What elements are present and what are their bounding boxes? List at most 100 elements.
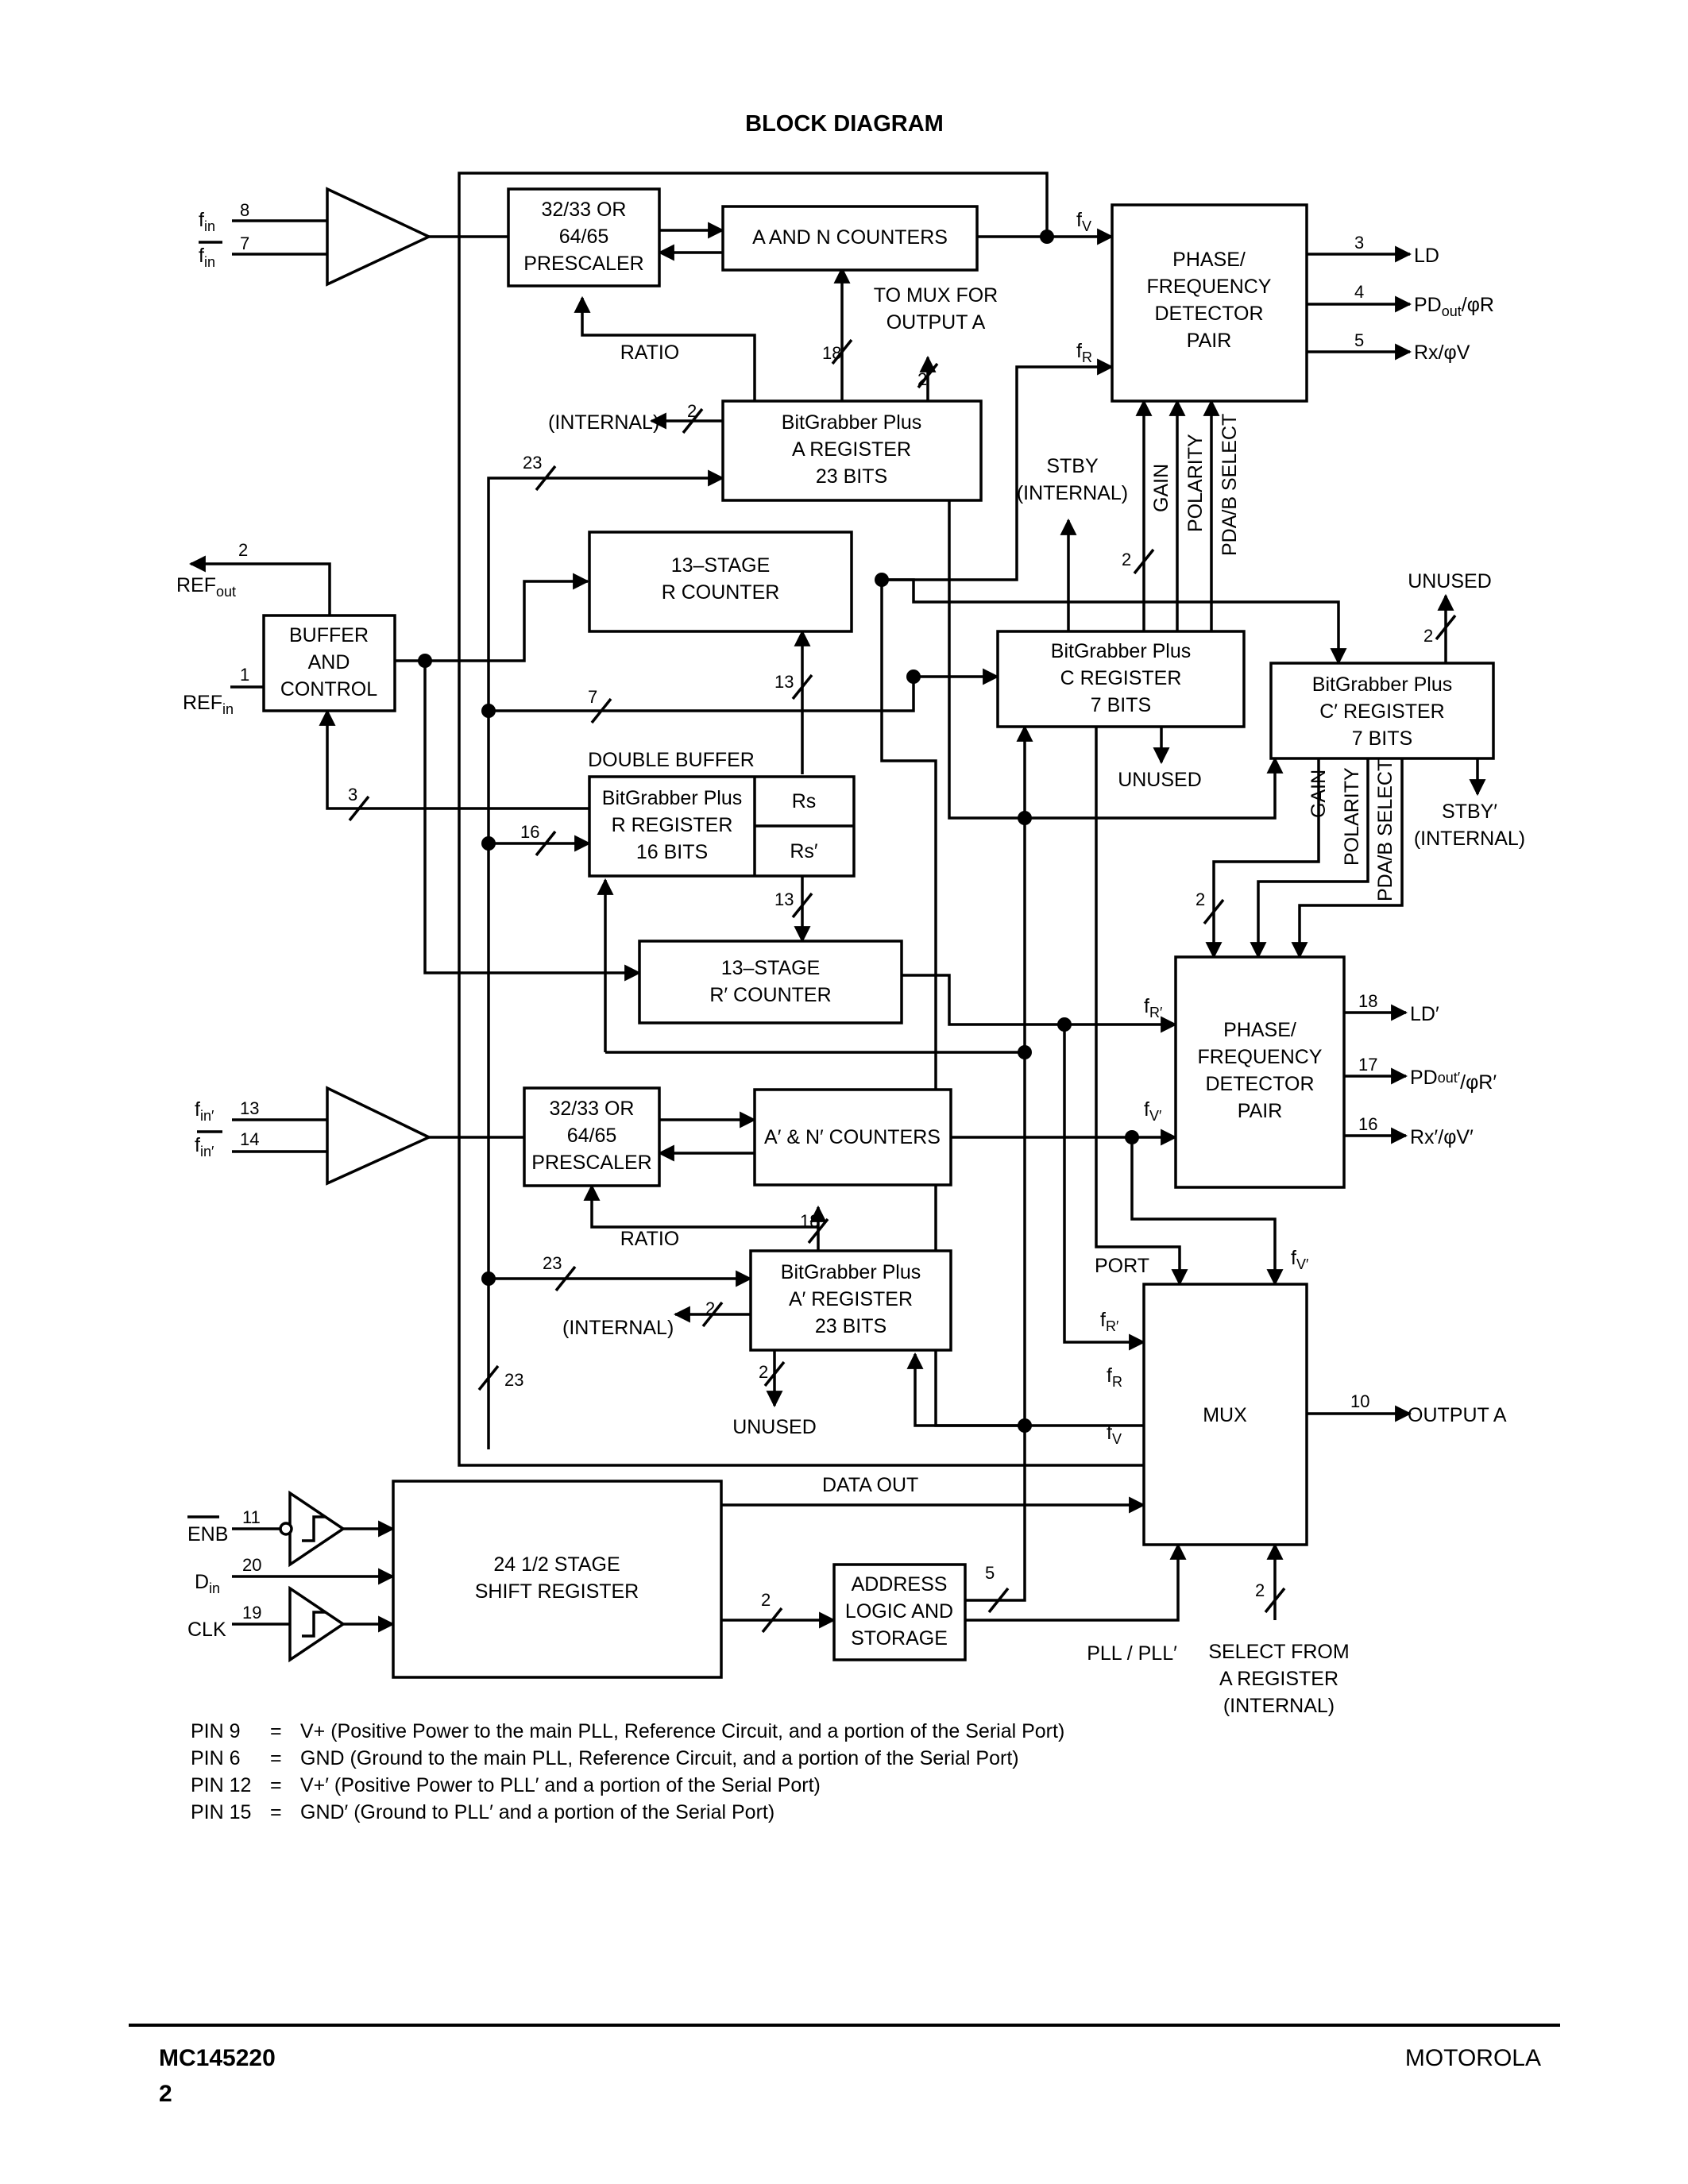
- svg-text:23: 23: [523, 453, 542, 473]
- cp-register-block: BitGrabber Plus C′ REGISTER 7 BITS: [1269, 662, 1495, 760]
- svg-text:fR′: fR′: [1144, 995, 1163, 1021]
- svg-text:8: 8: [240, 200, 249, 220]
- address-logic-block: ADDRESS LOGIC AND STORAGE: [832, 1563, 967, 1661]
- svg-text:STORAGE: STORAGE: [851, 1627, 948, 1650]
- svg-text:18: 18: [800, 1211, 819, 1231]
- svg-text:11: 11: [242, 1507, 261, 1527]
- c-register-block: BitGrabber Plus C REGISTER 7 BITS: [996, 630, 1246, 728]
- svg-text:BitGrabber Plus: BitGrabber Plus: [602, 787, 742, 809]
- svg-text:7 BITS: 7 BITS: [1352, 727, 1412, 750]
- anp-counters-block: A′ & N′ COUNTERS: [753, 1088, 952, 1187]
- svg-text:fR′: fR′: [1100, 1309, 1119, 1334]
- svg-text:PHASE/: PHASE/: [1223, 1019, 1296, 1041]
- svg-text:LD′: LD′: [1410, 1003, 1439, 1025]
- svg-text:REFin: REFin: [183, 692, 234, 717]
- svg-text:2: 2: [917, 369, 927, 389]
- svg-text:GAIN: GAIN: [1150, 464, 1172, 512]
- svg-text:(INTERNAL): (INTERNAL): [1017, 482, 1128, 504]
- svg-text:14: 14: [240, 1129, 259, 1149]
- svg-text:CLK: CLK: [187, 1619, 226, 1641]
- svg-text:BitGrabber Plus: BitGrabber Plus: [782, 411, 921, 434]
- svg-text:13: 13: [774, 672, 794, 692]
- signal-labels: fin fin 8 7 3 4 5 LD PDout/φR Rx/φV fV f…: [176, 200, 1525, 1717]
- svg-text:13: 13: [240, 1098, 259, 1118]
- svg-text:3: 3: [1354, 233, 1364, 253]
- svg-text:17: 17: [1358, 1055, 1377, 1075]
- svg-text:BUFFER: BUFFER: [289, 624, 369, 646]
- svg-text:GAIN: GAIN: [1308, 770, 1330, 818]
- svg-text:RATIO: RATIO: [620, 341, 680, 364]
- svg-text:OUTPUT A: OUTPUT A: [886, 311, 986, 334]
- svg-text:16: 16: [1358, 1114, 1377, 1134]
- svg-text:32/33 OR: 32/33 OR: [541, 199, 626, 221]
- svg-text:BitGrabber Plus: BitGrabber Plus: [1051, 640, 1191, 662]
- svg-text:18: 18: [1358, 991, 1377, 1011]
- svg-text:BitGrabber Plus: BitGrabber Plus: [781, 1261, 921, 1283]
- svg-text:PAIR: PAIR: [1238, 1100, 1283, 1122]
- note-row: PIN 6=GND (Ground to the main PLL, Refer…: [191, 1747, 1019, 1769]
- svg-text:16: 16: [520, 822, 539, 842]
- svg-text:Rx′/φV′: Rx′/φV′: [1410, 1126, 1474, 1148]
- svg-text:TO MUX FOR: TO MUX FOR: [874, 284, 998, 307]
- svg-text:fR: fR: [1107, 1364, 1122, 1390]
- svg-text:7: 7: [240, 233, 249, 253]
- prescaler-prime-block: 32/33 OR 64/65 PRESCALER: [523, 1086, 661, 1187]
- r-counter-block: 13–STAGE R COUNTER: [588, 531, 853, 633]
- svg-text:A′ REGISTER: A′ REGISTER: [789, 1288, 913, 1310]
- svg-text:23: 23: [504, 1370, 523, 1390]
- svg-text:SELECT FROM: SELECT FROM: [1208, 1641, 1349, 1663]
- svg-text:5: 5: [1354, 330, 1364, 350]
- svg-text:19: 19: [242, 1603, 261, 1623]
- svg-text:23 BITS: 23 BITS: [815, 1315, 886, 1337]
- svg-text:PORT: PORT: [1095, 1255, 1149, 1277]
- svg-text:UNUSED: UNUSED: [732, 1416, 817, 1438]
- svg-text:64/65: 64/65: [559, 226, 609, 248]
- note-row: PIN 12=V+′ (Positive Power to PLL′ and a…: [191, 1774, 821, 1796]
- svg-text:2: 2: [1196, 889, 1205, 909]
- svg-text:AND: AND: [308, 651, 350, 673]
- svg-text:fin: fin: [199, 209, 215, 234]
- note-row: PIN 15=GND′ (Ground to PLL′ and a portio…: [191, 1801, 775, 1823]
- svg-text:A AND N COUNTERS: A AND N COUNTERS: [752, 226, 948, 249]
- svg-text:fR: fR: [1076, 340, 1092, 365]
- svg-text:OUTPUT A: OUTPUT A: [1408, 1404, 1507, 1426]
- footer-brand: MOTOROLA: [1404, 2045, 1541, 2071]
- svg-text:fin: fin: [199, 245, 215, 270]
- svg-text:(INTERNAL): (INTERNAL): [548, 411, 659, 434]
- svg-text:POLARITY: POLARITY: [1341, 767, 1363, 866]
- svg-text:A′ & N′ COUNTERS: A′ & N′ COUNTERS: [764, 1126, 941, 1148]
- svg-text:(INTERNAL): (INTERNAL): [1223, 1695, 1335, 1717]
- svg-text:C′ REGISTER: C′ REGISTER: [1319, 700, 1444, 723]
- footer-page-number: 2: [159, 2081, 172, 2107]
- svg-text:13–STAGE: 13–STAGE: [671, 554, 771, 577]
- svg-text:5: 5: [985, 1563, 995, 1583]
- a-register-block: BitGrabber Plus A REGISTER 23 BITS: [721, 399, 983, 502]
- svg-text:2: 2: [1122, 550, 1131, 569]
- svg-text:13–STAGE: 13–STAGE: [721, 957, 821, 979]
- buffer-control-block: BUFFER AND CONTROL: [262, 614, 396, 712]
- prescaler-block: 32/33 OR 64/65 PRESCALER: [507, 187, 661, 287]
- svg-text:ADDRESS: ADDRESS: [852, 1573, 948, 1596]
- svg-text:7 BITS: 7 BITS: [1091, 694, 1151, 716]
- svg-text:1: 1: [240, 665, 249, 685]
- svg-text:2: 2: [1423, 626, 1433, 646]
- junction-dots: [418, 230, 1139, 1433]
- svg-text:fV′: fV′: [1291, 1247, 1309, 1272]
- svg-text:LOGIC AND: LOGIC AND: [845, 1600, 953, 1623]
- footer-part-number: MC145220: [159, 2045, 276, 2071]
- svg-text:4: 4: [1354, 282, 1364, 302]
- pin-notes: PIN 9=V+ (Positive Power to the main PLL…: [191, 1718, 1064, 1826]
- svg-text:(INTERNAL): (INTERNAL): [1414, 828, 1525, 850]
- pfd-block: PHASE/ FREQUENCY DETECTOR PAIR: [1111, 203, 1308, 403]
- svg-text:23 BITS: 23 BITS: [816, 465, 887, 488]
- svg-text:R REGISTER: R REGISTER: [612, 814, 733, 836]
- svg-text:RATIO: RATIO: [620, 1228, 680, 1250]
- svg-text:PDA/B SELECT: PDA/B SELECT: [1374, 759, 1396, 901]
- svg-text:R COUNTER: R COUNTER: [662, 581, 780, 604]
- svg-text:STBY′: STBY′: [1442, 801, 1497, 823]
- svg-text:A REGISTER: A REGISTER: [1219, 1668, 1338, 1690]
- svg-text:FREQUENCY: FREQUENCY: [1147, 276, 1272, 298]
- svg-text:PLL / PLL′: PLL / PLL′: [1087, 1642, 1177, 1665]
- svg-text:18: 18: [822, 343, 841, 363]
